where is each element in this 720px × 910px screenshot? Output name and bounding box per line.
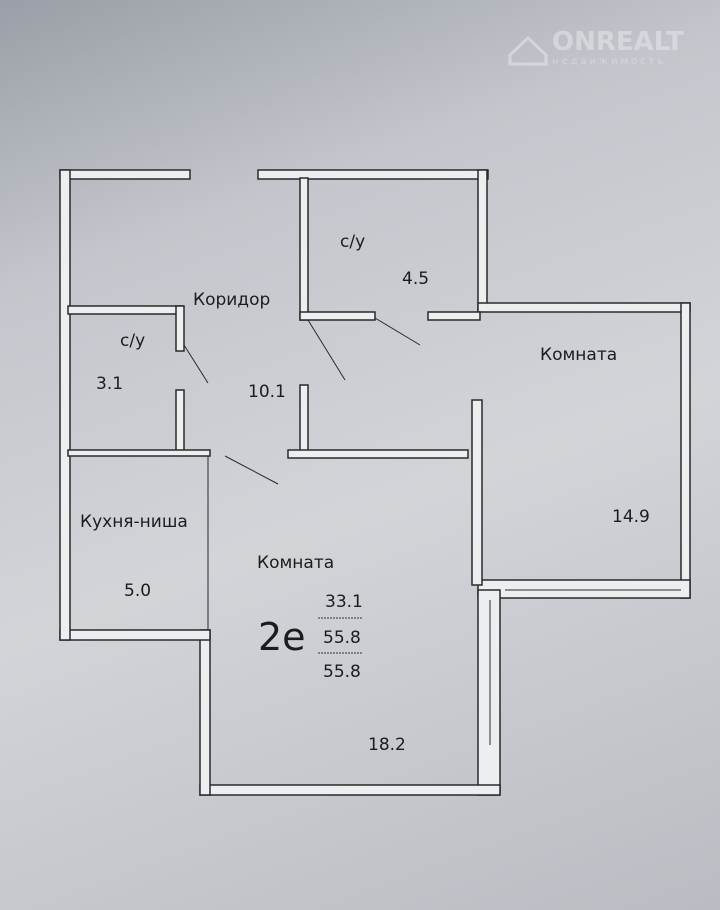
- door-swings: [183, 317, 421, 485]
- room-1-area: 14.9: [612, 507, 650, 527]
- kitchen-label: Кухня-ниша: [80, 512, 188, 532]
- bathroom-1-area: 4.5: [402, 269, 429, 289]
- watermark-logo: ONREALT недвижимость: [508, 27, 684, 67]
- room-2-label: Комната: [257, 553, 334, 573]
- apartment-type: 2e: [258, 615, 306, 659]
- svg-text:недвижимость: недвижимость: [552, 56, 666, 67]
- corridor-area: 10.1: [248, 382, 286, 402]
- room-2-area: 18.2: [368, 735, 406, 755]
- bathroom-2-label: с/у: [120, 331, 145, 351]
- living-area: 33.1: [325, 592, 363, 612]
- room-1-label: Комната: [540, 345, 617, 365]
- walls: [59, 169, 691, 796]
- total-area: 55.8: [323, 628, 361, 648]
- corridor-label: Коридор: [193, 290, 270, 310]
- bathroom-1-label: с/у: [340, 232, 365, 252]
- svg-text:ONREALT: ONREALT: [552, 27, 684, 57]
- kitchen-area: 5.0: [124, 581, 151, 601]
- total-area-2: 55.8: [323, 662, 361, 682]
- bathroom-2-area: 3.1: [96, 374, 123, 394]
